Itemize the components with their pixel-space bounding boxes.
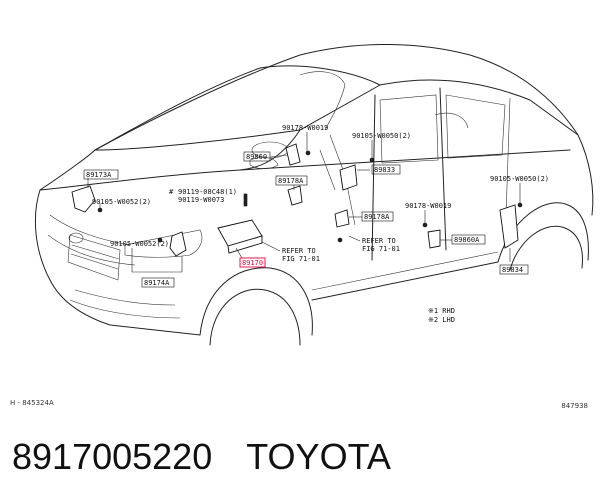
- sensor-89178a-upper: [287, 185, 303, 206]
- label-90119-w0073: 90119-W0073: [178, 196, 224, 204]
- part-number: 8917005220: [12, 436, 213, 477]
- label-89178a-lower: 89178A: [364, 213, 390, 221]
- leader-lines: [87, 132, 521, 273]
- sensor-89178a-lower: [334, 209, 350, 228]
- fig-ref-a: FIG 71-01: [282, 255, 320, 263]
- label-hash: #: [169, 188, 174, 196]
- sensor-bracket-89173a: [71, 185, 96, 213]
- diagram-reference-left: H - 845324A: [10, 399, 54, 407]
- label-90119-08c48: 90119-08C48(1): [178, 188, 237, 196]
- sensor-89174a: [169, 231, 187, 257]
- brand-name: TOYOTA: [246, 436, 391, 477]
- label-89174a: 89174A: [144, 279, 170, 287]
- label-89173a: 89173A: [86, 171, 112, 179]
- label-89860a: 89860A: [454, 236, 480, 244]
- parts-diagram: 89173A 90105-W0052(2) 90105-W0052(2) 891…: [34, 44, 594, 346]
- sensor-89833: [339, 164, 358, 191]
- label-90105-w0052-a: 90105-W0052(2): [92, 198, 151, 206]
- bracket-89860: [285, 143, 301, 166]
- diagram-reference-right: 847938: [561, 402, 588, 410]
- label-90178-w0019-b: 90178-W0019: [405, 202, 451, 210]
- car-outline: [34, 44, 594, 346]
- part-caption: 8917005220 TOYOTA: [12, 436, 391, 478]
- highlight-box-89170: [239, 257, 266, 268]
- refer-to-a: REFER TO: [282, 247, 316, 255]
- part-labels: 89173A 90105-W0052(2) 90105-W0052(2) 891…: [83, 124, 549, 324]
- note-rhd: ※1 RHD: [428, 307, 455, 315]
- refer-to-b: REFER TO: [362, 237, 396, 245]
- label-90105-w0050-a: 90105-W0050(2): [352, 132, 411, 140]
- label-90178-w0019-a: 90178-W0019: [282, 124, 328, 132]
- label-90105-w0052-b: 90105-W0052(2): [110, 240, 169, 248]
- label-89833: 89833: [374, 166, 395, 174]
- fig-ref-b: FIG 71-01: [362, 245, 400, 253]
- label-89170[interactable]: 89170: [242, 259, 263, 267]
- sensor-89834: [499, 204, 519, 249]
- label-89860: 89860: [246, 153, 267, 161]
- label-89178a-upper: 89178A: [278, 177, 304, 185]
- bracket-89860a: [427, 229, 441, 249]
- label-90105-w0050-b: 90105-W0050(2): [490, 175, 549, 183]
- label-89834: 89834: [502, 266, 523, 274]
- note-lhd: ※2 LHD: [428, 316, 455, 324]
